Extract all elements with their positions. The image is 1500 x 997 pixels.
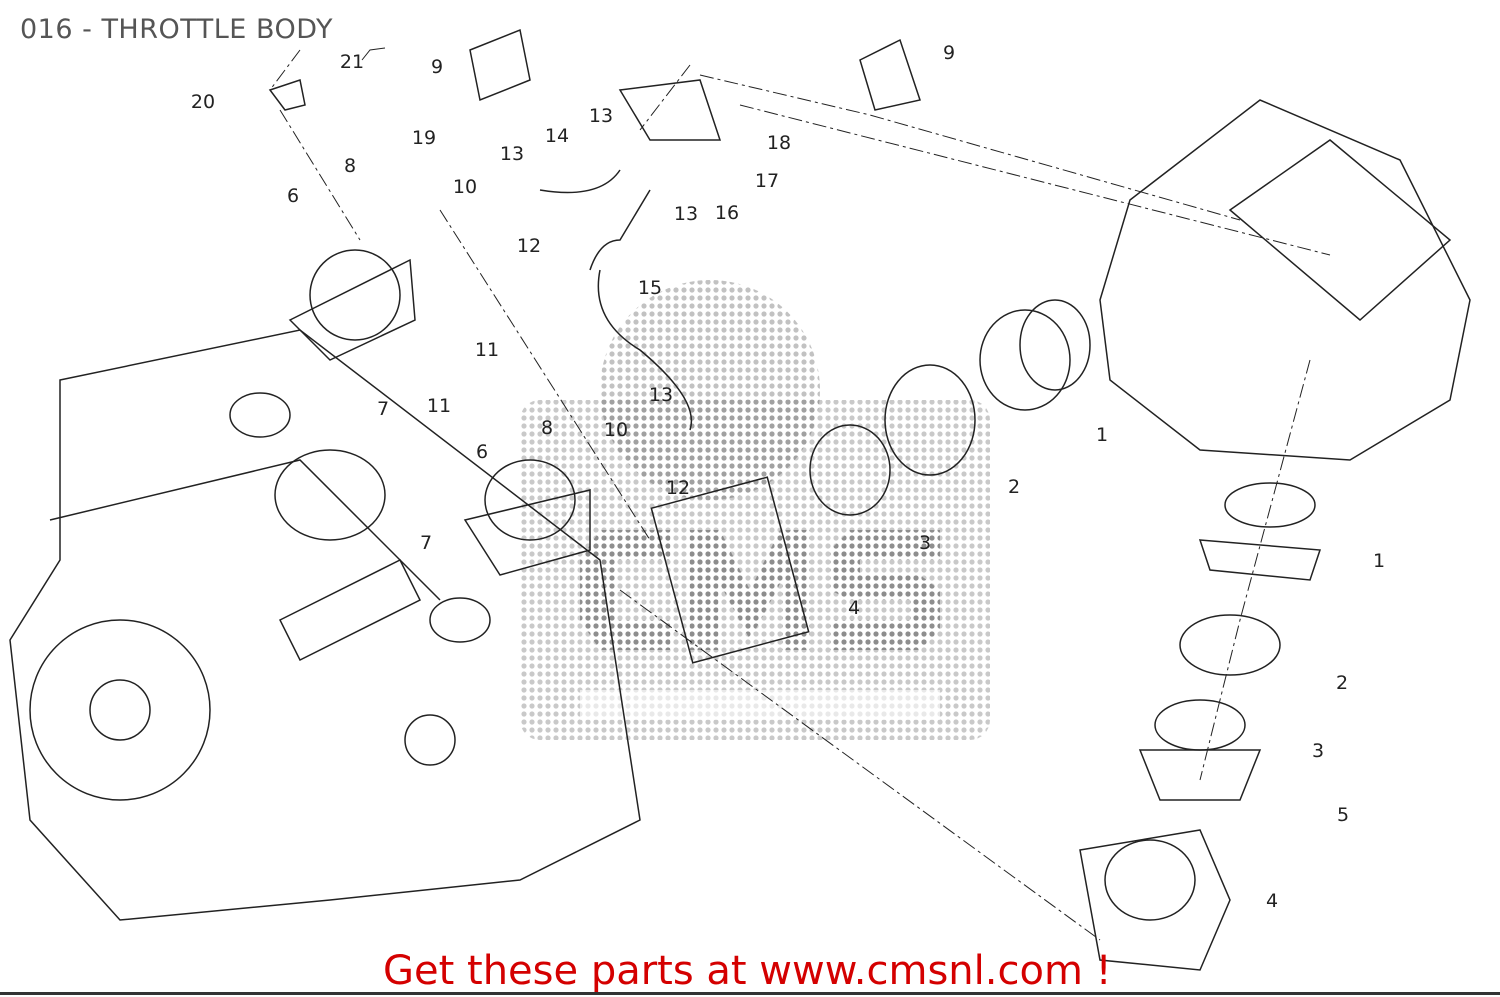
callout-8: 8 <box>540 417 554 439</box>
callout-13: 13 <box>648 384 674 406</box>
callout-15: 15 <box>637 277 663 299</box>
callout-1: 1 <box>1095 424 1109 446</box>
callout-18: 18 <box>766 132 792 154</box>
callout-12: 12 <box>516 235 542 257</box>
callout-6: 6 <box>286 185 300 207</box>
airbox-drawing <box>1099 99 1471 461</box>
callout-7: 7 <box>376 398 390 420</box>
callout-13: 13 <box>588 105 614 127</box>
callout-10: 10 <box>603 419 629 441</box>
callout-11: 11 <box>474 339 500 361</box>
callout-4: 4 <box>1265 890 1279 912</box>
callout-12: 12 <box>665 477 691 499</box>
callout-20: 20 <box>190 91 216 113</box>
callout-8: 8 <box>343 155 357 177</box>
callout-3: 3 <box>918 532 932 554</box>
bottom-divider <box>0 992 1500 995</box>
callout-4: 4 <box>847 597 861 619</box>
watermark-logo-letters <box>580 530 940 650</box>
callout-9: 9 <box>942 42 956 64</box>
callout-10: 10 <box>452 176 478 198</box>
callout-13: 13 <box>673 203 699 225</box>
callout-5: 5 <box>1336 804 1350 826</box>
callout-21: 21 <box>339 51 365 73</box>
callout-1: 1 <box>1372 550 1386 572</box>
footer-link[interactable]: Get these parts at www.cmsnl.com ! <box>383 948 1112 994</box>
callout-6: 6 <box>475 441 489 463</box>
assembly-lines <box>269 49 1331 941</box>
cms-watermark <box>520 280 990 740</box>
callout-19: 19 <box>411 127 437 149</box>
callout-2: 2 <box>1335 672 1349 694</box>
callout-9: 9 <box>430 56 444 78</box>
engine-drawing <box>9 329 641 921</box>
callout-2: 2 <box>1007 476 1021 498</box>
callout-3: 3 <box>1311 740 1325 762</box>
callout-16: 16 <box>714 202 740 224</box>
callout-13: 13 <box>499 143 525 165</box>
page-title: 016 - THROTTLE BODY <box>20 14 334 45</box>
callout-17: 17 <box>754 170 780 192</box>
intake-parts <box>268 28 1322 971</box>
callout-14: 14 <box>544 125 570 147</box>
watermark-subtext-band <box>580 690 940 720</box>
callout-7: 7 <box>419 532 433 554</box>
callout-11: 11 <box>426 395 452 417</box>
